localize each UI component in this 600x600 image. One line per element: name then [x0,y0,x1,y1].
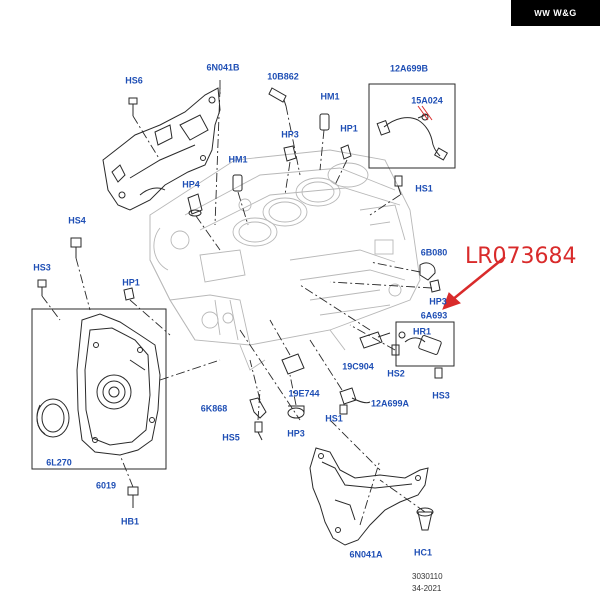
crank-seal [36,398,70,438]
part-label-hs1-bottom: HS1 [325,413,343,424]
part-label-6019: 6019 [95,480,117,491]
sensor-harness-box-top [368,83,456,169]
part-label-hs4: HS4 [68,215,86,226]
figure-code: 3030110 [412,572,443,581]
part-label-hp1-left: HP1 [122,277,140,288]
part-label-6b080: 6B080 [420,247,448,258]
part-label-6l270: 6L270 [46,457,72,468]
part-label-hs5: HS5 [222,432,240,443]
part-label-hs6: HS6 [125,75,143,86]
part-label-hp4: HP4 [182,179,200,190]
sensor-harness-right [398,331,442,355]
annotation-arrow [442,256,506,310]
highlighted-part-number: LR073684 [465,244,577,269]
part-label-hp3-right: HP3 [429,296,447,307]
timing-cover-lower [309,447,429,546]
sensor-harness-top [376,113,449,161]
part-label-10b862: 10B862 [267,71,299,82]
front-cover-6019 [76,313,161,456]
part-label-12a699b: 12A699B [389,63,429,74]
part-label-hp1-top: HP1 [340,123,358,134]
watermark-text: W&G [553,8,577,18]
part-label-12a699a: 12A699A [370,398,410,409]
part-label-hm1-mid: HM1 [228,154,248,165]
part-label-hr1: HR1 [412,326,432,337]
watermark-logo: WW W&G [511,0,600,26]
part-label-hs3-left: HS3 [33,262,51,273]
part-label-19e744: 19E744 [288,388,320,399]
part-label-hs3-right: HS3 [432,390,450,401]
part-label-6k868: 6K868 [200,403,228,414]
part-label-hm1-top: HM1 [320,91,340,102]
engine-block [149,149,421,371]
part-label-15a024: 15A024 [411,95,443,106]
part-label-hs1-top: HS1 [415,183,433,194]
small-parts [37,87,443,531]
date-code: 34-2021 [412,584,442,593]
part-label-6a693: 6A693 [420,310,448,321]
part-label-19c904: 19C904 [342,361,374,372]
part-label-hs2: HS2 [387,368,405,379]
part-label-hp3-top: HP3 [281,129,299,140]
sensor-harness-box-right [395,321,455,367]
part-label-6n041b: 6N041B [206,62,240,73]
part-label-6n041a: 6N041A [349,549,383,560]
part-label-hp3-bottom: HP3 [287,428,305,439]
part-label-hb1: HB1 [120,516,140,527]
part-label-hc1: HC1 [413,547,433,558]
timing-cover-upper [102,87,221,211]
watermark-mark: WW [534,8,551,18]
leader-lines [41,80,433,526]
front-cover-group-box [31,308,167,470]
